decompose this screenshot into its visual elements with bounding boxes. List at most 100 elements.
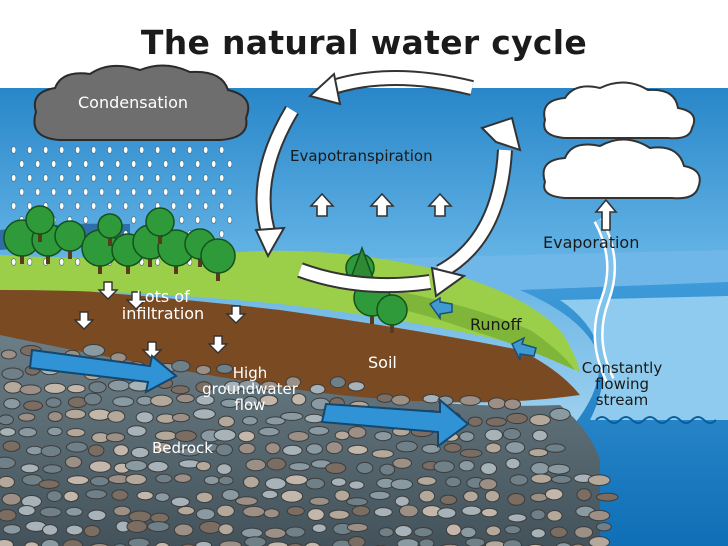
stone	[529, 414, 551, 426]
stone	[280, 411, 304, 421]
stone	[67, 396, 88, 408]
stone	[479, 478, 498, 491]
stone	[307, 508, 325, 522]
stone	[147, 460, 169, 473]
stone	[506, 412, 528, 425]
stone	[0, 538, 14, 546]
stone	[505, 457, 521, 470]
stone	[287, 431, 310, 442]
tree-trunk	[108, 234, 112, 246]
label-lots-of-infiltration-line-2: infiltration	[121, 303, 205, 323]
stone	[176, 393, 195, 404]
rain-drop	[35, 188, 41, 196]
stone	[126, 520, 148, 533]
stone	[329, 376, 346, 389]
stone	[20, 463, 40, 474]
rain-drop	[211, 188, 217, 196]
stone	[347, 426, 367, 439]
soil	[0, 285, 580, 403]
stone	[481, 507, 498, 518]
stone	[373, 507, 393, 518]
stone	[40, 538, 60, 546]
stone	[195, 540, 213, 546]
stone	[113, 505, 131, 517]
rain-drop	[139, 202, 145, 210]
stone	[347, 444, 369, 455]
rain-drop	[27, 146, 33, 154]
tree-trunk	[98, 262, 102, 274]
stone	[199, 520, 222, 534]
label-constantly-flowing-stream-line-2: flowing	[594, 374, 650, 393]
stone	[311, 523, 327, 533]
stone	[571, 543, 585, 546]
tree-trunk	[20, 252, 24, 264]
rain-drop	[51, 188, 57, 196]
rain-drop	[187, 146, 193, 154]
rain-drop	[11, 258, 17, 266]
stone	[0, 475, 15, 489]
stone	[18, 427, 38, 438]
stone	[88, 381, 107, 394]
stone	[136, 490, 154, 501]
down-arrow-icon	[207, 335, 229, 354]
stone	[395, 440, 418, 453]
rain-drop	[219, 230, 225, 238]
stone	[459, 448, 483, 458]
stone	[113, 444, 129, 457]
stone	[124, 459, 148, 472]
rain-drop	[147, 188, 153, 196]
rain-drop	[227, 188, 233, 196]
stone	[3, 380, 23, 394]
stone	[67, 383, 86, 394]
stone	[502, 427, 522, 441]
stone	[555, 542, 572, 546]
stone	[0, 427, 17, 437]
stone	[346, 497, 369, 507]
rain-drop	[219, 202, 225, 210]
stone	[3, 397, 21, 410]
stone	[195, 460, 212, 472]
tree-trunk	[370, 312, 374, 324]
tree-trunk	[126, 262, 130, 274]
tree-canopy	[145, 207, 175, 237]
rain-drop	[179, 216, 185, 224]
stone	[65, 524, 84, 536]
stone	[305, 477, 326, 490]
stone	[549, 526, 568, 538]
infiltration-arrows	[73, 281, 247, 360]
stone	[596, 522, 612, 532]
stone	[437, 507, 457, 519]
stone	[245, 458, 267, 472]
stone	[87, 444, 105, 457]
stone	[112, 396, 135, 407]
stone	[2, 440, 21, 452]
rain-drop	[131, 160, 137, 168]
stone	[530, 492, 548, 503]
stone	[288, 462, 311, 472]
stone	[547, 463, 571, 475]
stone	[287, 542, 304, 546]
stone	[173, 473, 192, 483]
stone	[502, 539, 522, 546]
label-bedrock: Bedrock	[152, 439, 213, 457]
down-arrow-icon	[225, 305, 247, 324]
rain-drop	[75, 202, 81, 210]
rain-drop	[211, 160, 217, 168]
stone	[530, 509, 546, 521]
stone	[66, 475, 90, 486]
stone	[45, 397, 62, 408]
tree-trunk	[158, 232, 162, 244]
stone	[242, 415, 258, 426]
rain-drop	[179, 160, 185, 168]
stone	[195, 394, 215, 406]
stone	[351, 505, 371, 517]
stone	[485, 525, 502, 537]
label-high-groundwater-flow-line-2: groundwater	[202, 379, 298, 398]
stone	[195, 381, 213, 394]
stone	[261, 380, 279, 392]
stone	[546, 510, 563, 522]
rain-drop	[51, 160, 57, 168]
rain-drop	[123, 146, 129, 154]
stone	[334, 489, 350, 502]
stone	[346, 522, 369, 533]
